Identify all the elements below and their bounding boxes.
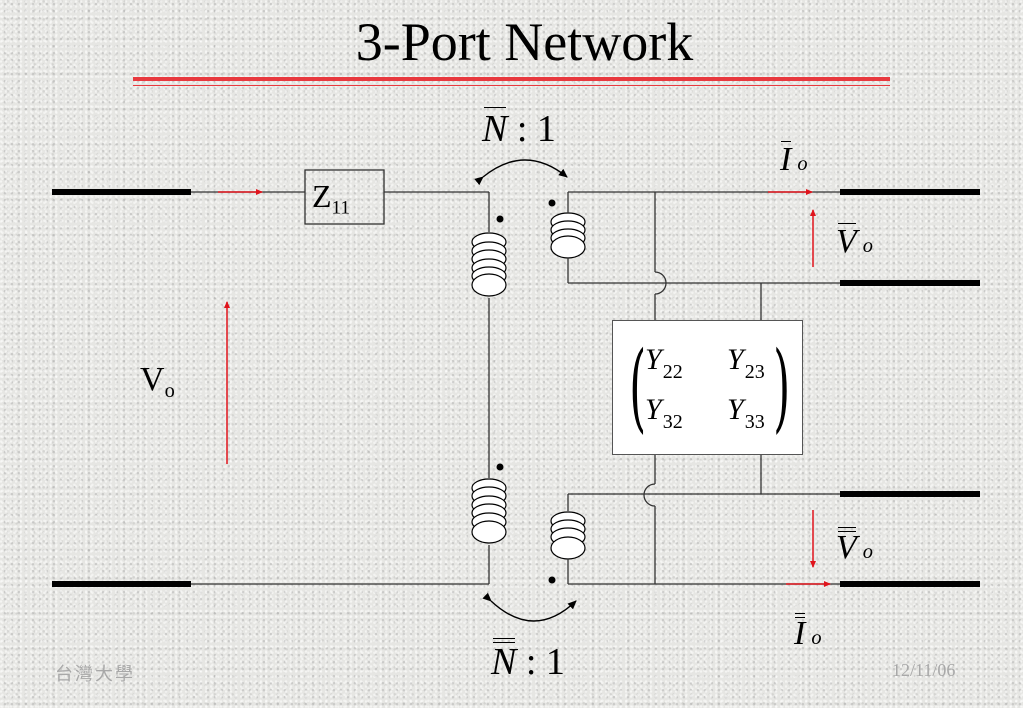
upper-ratio-separator: : <box>516 108 528 150</box>
lower-voltage-symbol: V <box>836 526 857 570</box>
impedance-symbol: Z <box>312 178 332 214</box>
upper-primary-coil <box>471 232 507 297</box>
input-voltage-subscript: o <box>164 380 175 403</box>
upper-primary-dot <box>496 215 504 223</box>
admittance-matrix-box: ( ) Y22 Y23 Y32 Y33 <box>612 320 803 455</box>
impedance-z11-box <box>304 169 385 225</box>
upper-current-subscript: o <box>797 153 808 175</box>
upper-voltage-subscript: o <box>862 235 873 257</box>
lower-secondary-dot <box>548 576 556 584</box>
title-underline-thin <box>133 85 890 86</box>
matrix-cell-y23: Y23 <box>727 343 765 383</box>
upper-secondary-coil <box>550 212 586 259</box>
lower-ratio-symbol: N <box>491 637 516 687</box>
input-wiring <box>191 191 490 585</box>
slide-title: 3-Port Network <box>355 12 694 72</box>
upper-current-symbol: I <box>780 138 791 182</box>
footer-institution: 台灣大學 <box>55 664 135 685</box>
upper-voltage-symbol: V <box>836 220 857 264</box>
lower-primary-dot <box>496 463 504 471</box>
impedance-subscript: 11 <box>331 197 351 219</box>
upper-coupling-arc <box>474 159 568 186</box>
lower-ratio-separator: : <box>525 641 537 683</box>
input-voltage-label: Vo <box>140 360 175 411</box>
lower-coupling-arc <box>482 592 577 622</box>
lower-ratio-right: 1 <box>545 641 565 683</box>
lower-primary-coil <box>471 478 507 544</box>
impedance-z11-label: Z11 <box>312 178 350 227</box>
upper-turns-ratio: N : 1 <box>482 104 556 154</box>
footer-date: 12/11/06 <box>892 660 956 680</box>
upper-ratio-symbol: N <box>482 104 507 154</box>
matrix-cell-y32: Y32 <box>645 393 683 433</box>
lower-secondary-coil <box>550 511 586 560</box>
lower-current-subscript: o <box>811 627 822 649</box>
matrix-left-paren: ( <box>629 331 647 443</box>
lower-voltage-subscript: o <box>862 541 873 563</box>
upper-ratio-right: 1 <box>536 108 556 150</box>
matrix-cell-y33: Y33 <box>727 393 765 433</box>
title-underline-thick <box>133 77 890 81</box>
lower-current-symbol: I <box>794 612 805 656</box>
matrix-right-paren: ) <box>773 331 791 443</box>
matrix-cell-y22: Y22 <box>645 343 683 383</box>
lower-turns-ratio: N : 1 <box>491 637 565 687</box>
upper-secondary-dot <box>548 199 556 207</box>
input-voltage-symbol: V <box>140 361 165 398</box>
